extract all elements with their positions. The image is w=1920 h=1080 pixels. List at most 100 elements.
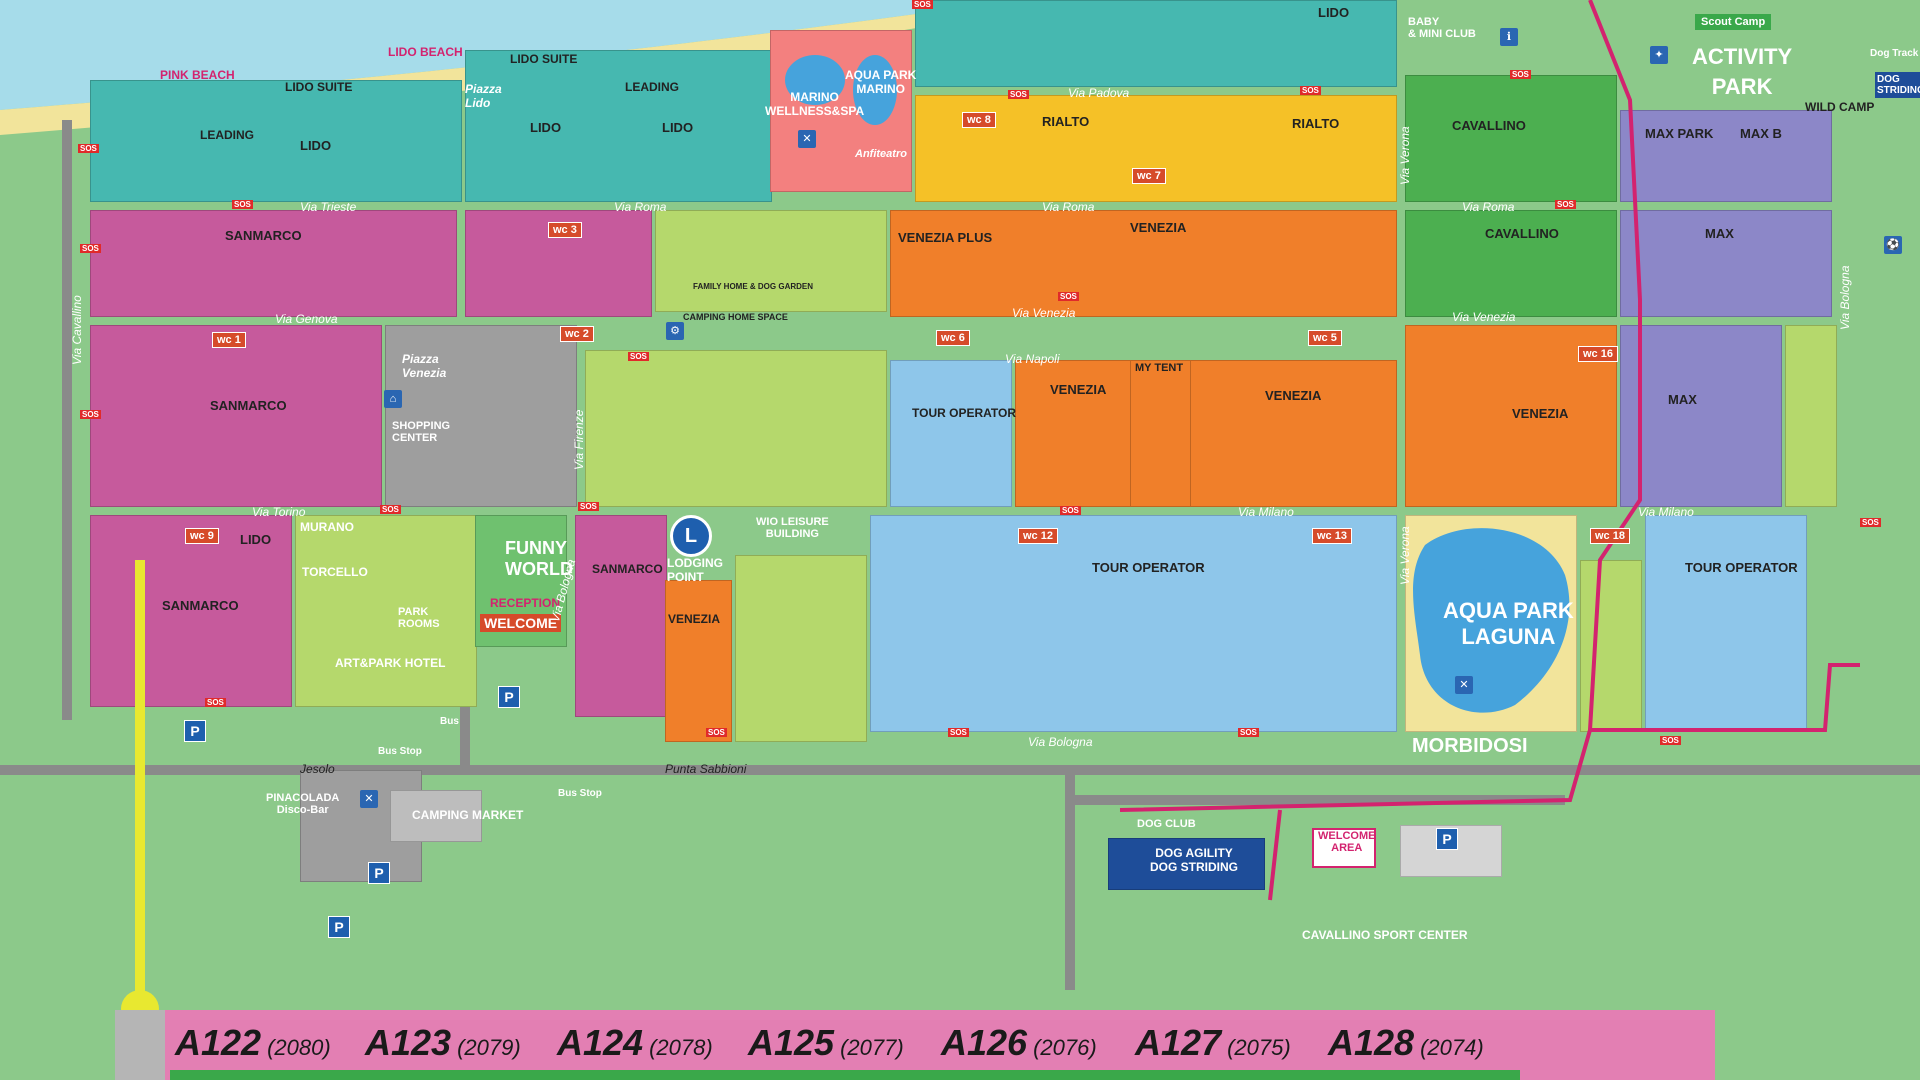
zone-max-3[interactable] (1620, 325, 1782, 507)
street-via-firenze: Via Firenze (572, 409, 586, 470)
zone-sanmarco-5[interactable] (575, 515, 667, 717)
zone-lido-east[interactable] (915, 0, 1397, 87)
sos-marker[interactable]: SOS (912, 0, 933, 9)
pitch-code: A124 (557, 1022, 644, 1063)
label-sanmarco-1: SANMARCO (225, 228, 302, 243)
label-baby-club: BABY & MINI CLUB (1408, 16, 1476, 40)
sos-marker[interactable]: SOS (78, 144, 99, 153)
label-lido-3: LIDO (662, 120, 694, 135)
pitch-a126[interactable]: A126(2076) (941, 1022, 1097, 1064)
zone-lido-west[interactable] (90, 80, 462, 202)
zone-shopping[interactable] (385, 325, 577, 507)
label-lido-suite-2: LIDO SUITE (510, 52, 578, 66)
sos-marker[interactable]: SOS (1860, 518, 1881, 527)
pitch-number: (2076) (1033, 1035, 1097, 1060)
street-punta-sabbioni: Punta Sabbioni (665, 762, 747, 776)
wc-9[interactable]: wc 9 (185, 528, 219, 544)
zone-lido-center[interactable] (465, 50, 772, 202)
zone-market[interactable] (390, 790, 482, 842)
parking-marker[interactable]: P (184, 720, 206, 742)
label-park-rooms: PARK ROOMS (398, 606, 440, 630)
bike-point-icon[interactable]: ⚙ (666, 322, 684, 340)
road-center (1065, 770, 1075, 990)
pitch-number: (2077) (840, 1035, 904, 1060)
restaurant-icon[interactable]: ✕ (798, 130, 816, 148)
sos-marker[interactable]: SOS (1555, 200, 1576, 209)
pitch-a127[interactable]: A127(2075) (1135, 1022, 1291, 1064)
zone-camping-home[interactable] (585, 350, 887, 507)
wc-6[interactable]: wc 6 (936, 330, 970, 346)
zone-max-park[interactable] (1620, 110, 1832, 202)
sos-marker[interactable]: SOS (205, 698, 226, 707)
wc-3[interactable]: wc 3 (548, 222, 582, 238)
zone-max-2[interactable] (1620, 210, 1832, 317)
wc-12[interactable]: wc 12 (1018, 528, 1058, 544)
sos-marker[interactable]: SOS (380, 505, 401, 514)
parking-marker[interactable]: P (498, 686, 520, 708)
sos-marker[interactable]: SOS (1300, 86, 1321, 95)
zone-tour-op-2[interactable] (870, 515, 1397, 732)
pitch-number: (2075) (1227, 1035, 1291, 1060)
pitch-a125[interactable]: A125(2077) (748, 1022, 904, 1064)
zone-my-tent[interactable] (1130, 360, 1192, 507)
pitch-a122[interactable]: A122(2080) (175, 1022, 331, 1064)
sos-marker[interactable]: SOS (948, 728, 969, 737)
restaurant-icon[interactable]: ✕ (1455, 676, 1473, 694)
label-murano: MURANO (300, 520, 354, 534)
lodging-point-icon[interactable]: L (670, 515, 712, 557)
zone-sanmarco-3[interactable] (90, 325, 382, 507)
wc-7[interactable]: wc 7 (1132, 168, 1166, 184)
parking-marker[interactable]: P (1436, 828, 1458, 850)
zone-sanmarco-1[interactable] (90, 210, 457, 317)
parking-marker[interactable]: P (368, 862, 390, 884)
zone-dog-agility[interactable] (1108, 838, 1265, 890)
wc-8[interactable]: wc 8 (962, 112, 996, 128)
sos-marker[interactable]: SOS (1058, 292, 1079, 301)
sos-marker[interactable]: SOS (1238, 728, 1259, 737)
zone-murano[interactable] (295, 515, 477, 707)
wc-1[interactable]: wc 1 (212, 332, 246, 348)
pitch-code: A122 (175, 1022, 262, 1063)
restaurant-icon[interactable]: ✕ (360, 790, 378, 808)
wc-18[interactable]: wc 18 (1590, 528, 1630, 544)
zone-wellness-home[interactable] (735, 555, 867, 742)
zone-cavallino-2[interactable] (1405, 210, 1617, 317)
football-icon[interactable]: ⚽ (1884, 236, 1902, 254)
zone-venezia-2[interactable] (1015, 360, 1132, 507)
pitch-a124[interactable]: A124(2078) (557, 1022, 713, 1064)
pitch-a128[interactable]: A128(2074) (1328, 1022, 1484, 1064)
street-via-milano-2: Via Milano (1638, 505, 1694, 519)
sos-marker[interactable]: SOS (628, 352, 649, 361)
zone-dog-lounge[interactable] (1785, 325, 1837, 507)
wc-5[interactable]: wc 5 (1308, 330, 1342, 346)
sos-marker[interactable]: SOS (706, 728, 727, 737)
sos-marker[interactable]: SOS (80, 410, 101, 419)
sos-marker[interactable]: SOS (1008, 90, 1029, 99)
pitch-code: A128 (1328, 1022, 1415, 1063)
sos-marker[interactable]: SOS (232, 200, 253, 209)
wc-16[interactable]: wc 16 (1578, 346, 1618, 362)
zone-tour-op-3[interactable] (1645, 515, 1807, 732)
sport-icon[interactable]: ✦ (1650, 46, 1668, 64)
sos-marker[interactable]: SOS (80, 244, 101, 253)
sos-marker[interactable]: SOS (1060, 506, 1081, 515)
zone-tour-op-1[interactable] (890, 360, 1012, 507)
zone-sanmarco-4[interactable] (90, 515, 292, 707)
wc-13[interactable]: wc 13 (1312, 528, 1352, 544)
zone-welcome-area[interactable] (1312, 828, 1376, 868)
info-icon[interactable]: ℹ (1500, 28, 1518, 46)
label-aqua-park-laguna: AQUA PARK LAGUNA (1443, 598, 1574, 649)
parking-marker[interactable]: P (328, 916, 350, 938)
home-icon[interactable]: ⌂ (384, 390, 402, 408)
zone-venezia-5[interactable] (665, 580, 732, 742)
zone-family-home[interactable] (655, 210, 887, 312)
sos-marker[interactable]: SOS (1660, 736, 1681, 745)
main-road (0, 765, 1920, 775)
zone-venezia-plus[interactable] (890, 210, 1397, 317)
zone-venezia-3[interactable] (1190, 360, 1397, 507)
wc-2[interactable]: wc 2 (560, 326, 594, 342)
sos-marker[interactable]: SOS (578, 502, 599, 511)
pitch-a123[interactable]: A123(2079) (365, 1022, 521, 1064)
label-max-park: MAX PARK (1645, 126, 1714, 141)
sos-marker[interactable]: SOS (1510, 70, 1531, 79)
